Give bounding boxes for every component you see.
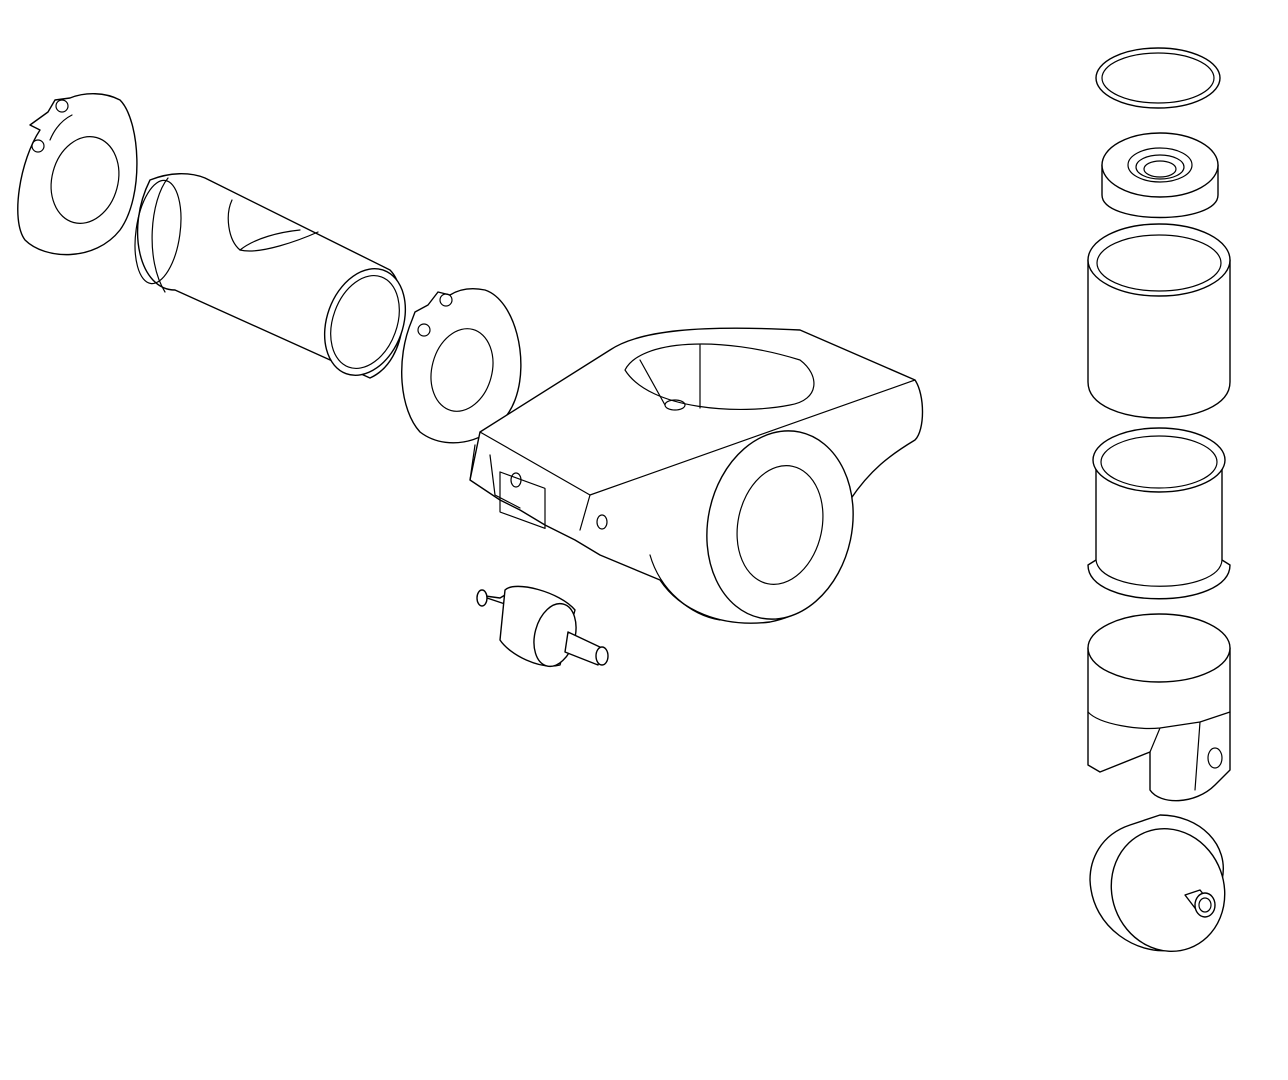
plunger-cup [1087,613,1231,802]
rocker-arm [469,327,924,624]
circlip-left [17,93,138,256]
bearing [1101,132,1219,219]
rocker-pin [134,173,407,379]
bushing [1087,427,1231,600]
roller-button [1089,814,1226,953]
sleeve [1087,223,1231,419]
o-ring [1095,47,1221,109]
roller-axle [476,585,609,668]
circlip-right [401,288,522,444]
